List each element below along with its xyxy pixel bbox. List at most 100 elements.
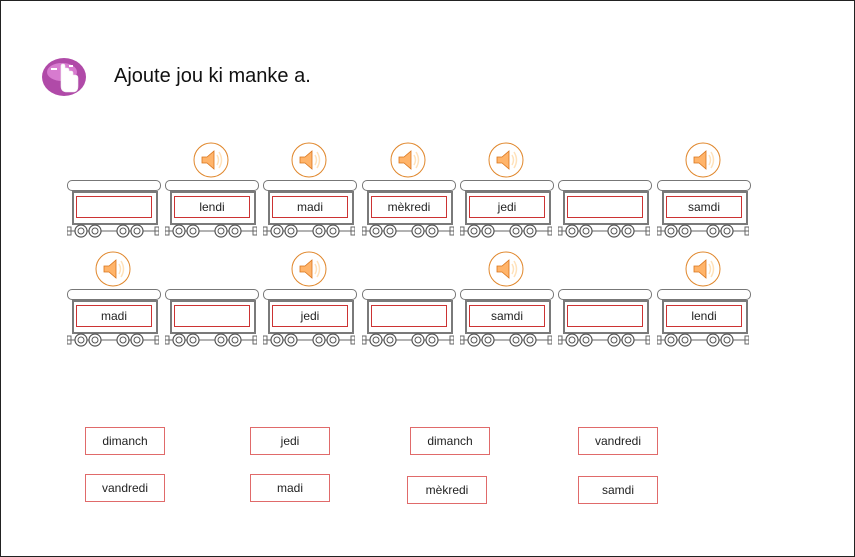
speaker-icon[interactable] [685,142,721,178]
train-wagon [556,246,652,348]
train-row-1: lendi madi mèkredi jedi samdi [65,137,765,238]
word-card[interactable]: mèkredi [407,476,487,504]
wheels-icon [361,224,455,238]
wagon-roof [558,289,652,300]
train-wagon: samdi [458,246,554,348]
wagon-body: lendi [170,191,256,225]
wagon-roof [165,289,259,300]
word-card[interactable]: vandredi [85,474,165,502]
day-label: samdi [666,196,742,218]
wagon-roof [460,180,554,191]
wagon-wheels [557,223,651,239]
wagon-body: jedi [268,300,354,334]
word-card[interactable]: jedi [250,427,330,455]
wagon-roof [558,180,652,191]
word-card[interactable]: madi [250,474,330,502]
wagon-roof [657,180,751,191]
wagon-body: madi [268,191,354,225]
train-row-2: madi jedi samdi l [65,246,765,347]
wagon-body: lendi [662,300,748,334]
wagon-body [367,300,453,334]
word-card[interactable]: samdi [578,476,658,504]
day-label: madi [76,305,152,327]
word-card[interactable]: vandredi [578,427,658,455]
wagon-roof [67,289,161,300]
drop-slot[interactable] [174,305,250,327]
wagon-body [563,300,649,334]
drop-slot[interactable] [76,196,152,218]
wagon-body: samdi [465,300,551,334]
wagon-roof [263,289,357,300]
wagon-wheels [262,332,356,348]
wagon-wheels [557,332,651,348]
hand-touch-icon [42,58,86,96]
word-card[interactable]: dimanch [410,427,490,455]
speaker-icon[interactable] [488,142,524,178]
wheels-icon [164,224,258,238]
train-wagon: madi [65,246,161,348]
wagon-roof [362,289,456,300]
train-wagon [360,246,456,348]
speaker-icon[interactable] [685,251,721,287]
day-label: madi [272,196,348,218]
wagon-body [170,300,256,334]
speaker-icon[interactable] [390,142,426,178]
wagon-wheels [262,223,356,239]
wheels-icon [164,333,258,347]
wagon-wheels [459,332,553,348]
wagon-roof [657,289,751,300]
speaker-icon[interactable] [193,142,229,178]
wagon-roof [460,289,554,300]
drop-slot[interactable] [371,305,447,327]
word-card[interactable]: dimanch [85,427,165,455]
wagon-wheels [66,223,160,239]
speaker-icon[interactable] [291,142,327,178]
wheels-icon [459,333,553,347]
day-label: mèkredi [371,196,447,218]
day-label: jedi [272,305,348,327]
wheels-icon [557,333,651,347]
wagon-wheels [66,332,160,348]
train-wagon: lendi [655,246,751,348]
train-wagon: jedi [261,246,357,348]
wheels-icon [656,224,750,238]
wheels-icon [656,333,750,347]
train-wagon: madi [261,137,357,239]
wagon-roof [263,180,357,191]
instruction-text: Ajoute jou ki manke a. [114,65,311,87]
wagon-body: madi [72,300,158,334]
wagon-roof [67,180,161,191]
wagon-wheels [164,332,258,348]
wheels-icon [66,224,160,238]
wagon-body [563,191,649,225]
train-wagon: jedi [458,137,554,239]
wagon-wheels [361,332,455,348]
wagon-body [72,191,158,225]
train-wagon [163,246,259,348]
wagon-wheels [459,223,553,239]
wheels-icon [66,333,160,347]
wagon-wheels [656,332,750,348]
day-label: samdi [469,305,545,327]
speaker-icon[interactable] [291,251,327,287]
wheels-icon [459,224,553,238]
wheels-icon [262,333,356,347]
wagon-body: jedi [465,191,551,225]
speaker-icon[interactable] [488,251,524,287]
wagon-wheels [656,223,750,239]
wagon-wheels [361,223,455,239]
wagon-body: samdi [662,191,748,225]
day-label: jedi [469,196,545,218]
drop-slot[interactable] [567,305,643,327]
train-wagon: lendi [163,137,259,239]
speaker-icon[interactable] [95,251,131,287]
wheels-icon [557,224,651,238]
train-wagon [556,137,652,239]
wagon-roof [165,180,259,191]
drop-slot[interactable] [567,196,643,218]
train-wagon [65,137,161,239]
wheels-icon [262,224,356,238]
wagon-wheels [164,223,258,239]
wheels-icon [361,333,455,347]
